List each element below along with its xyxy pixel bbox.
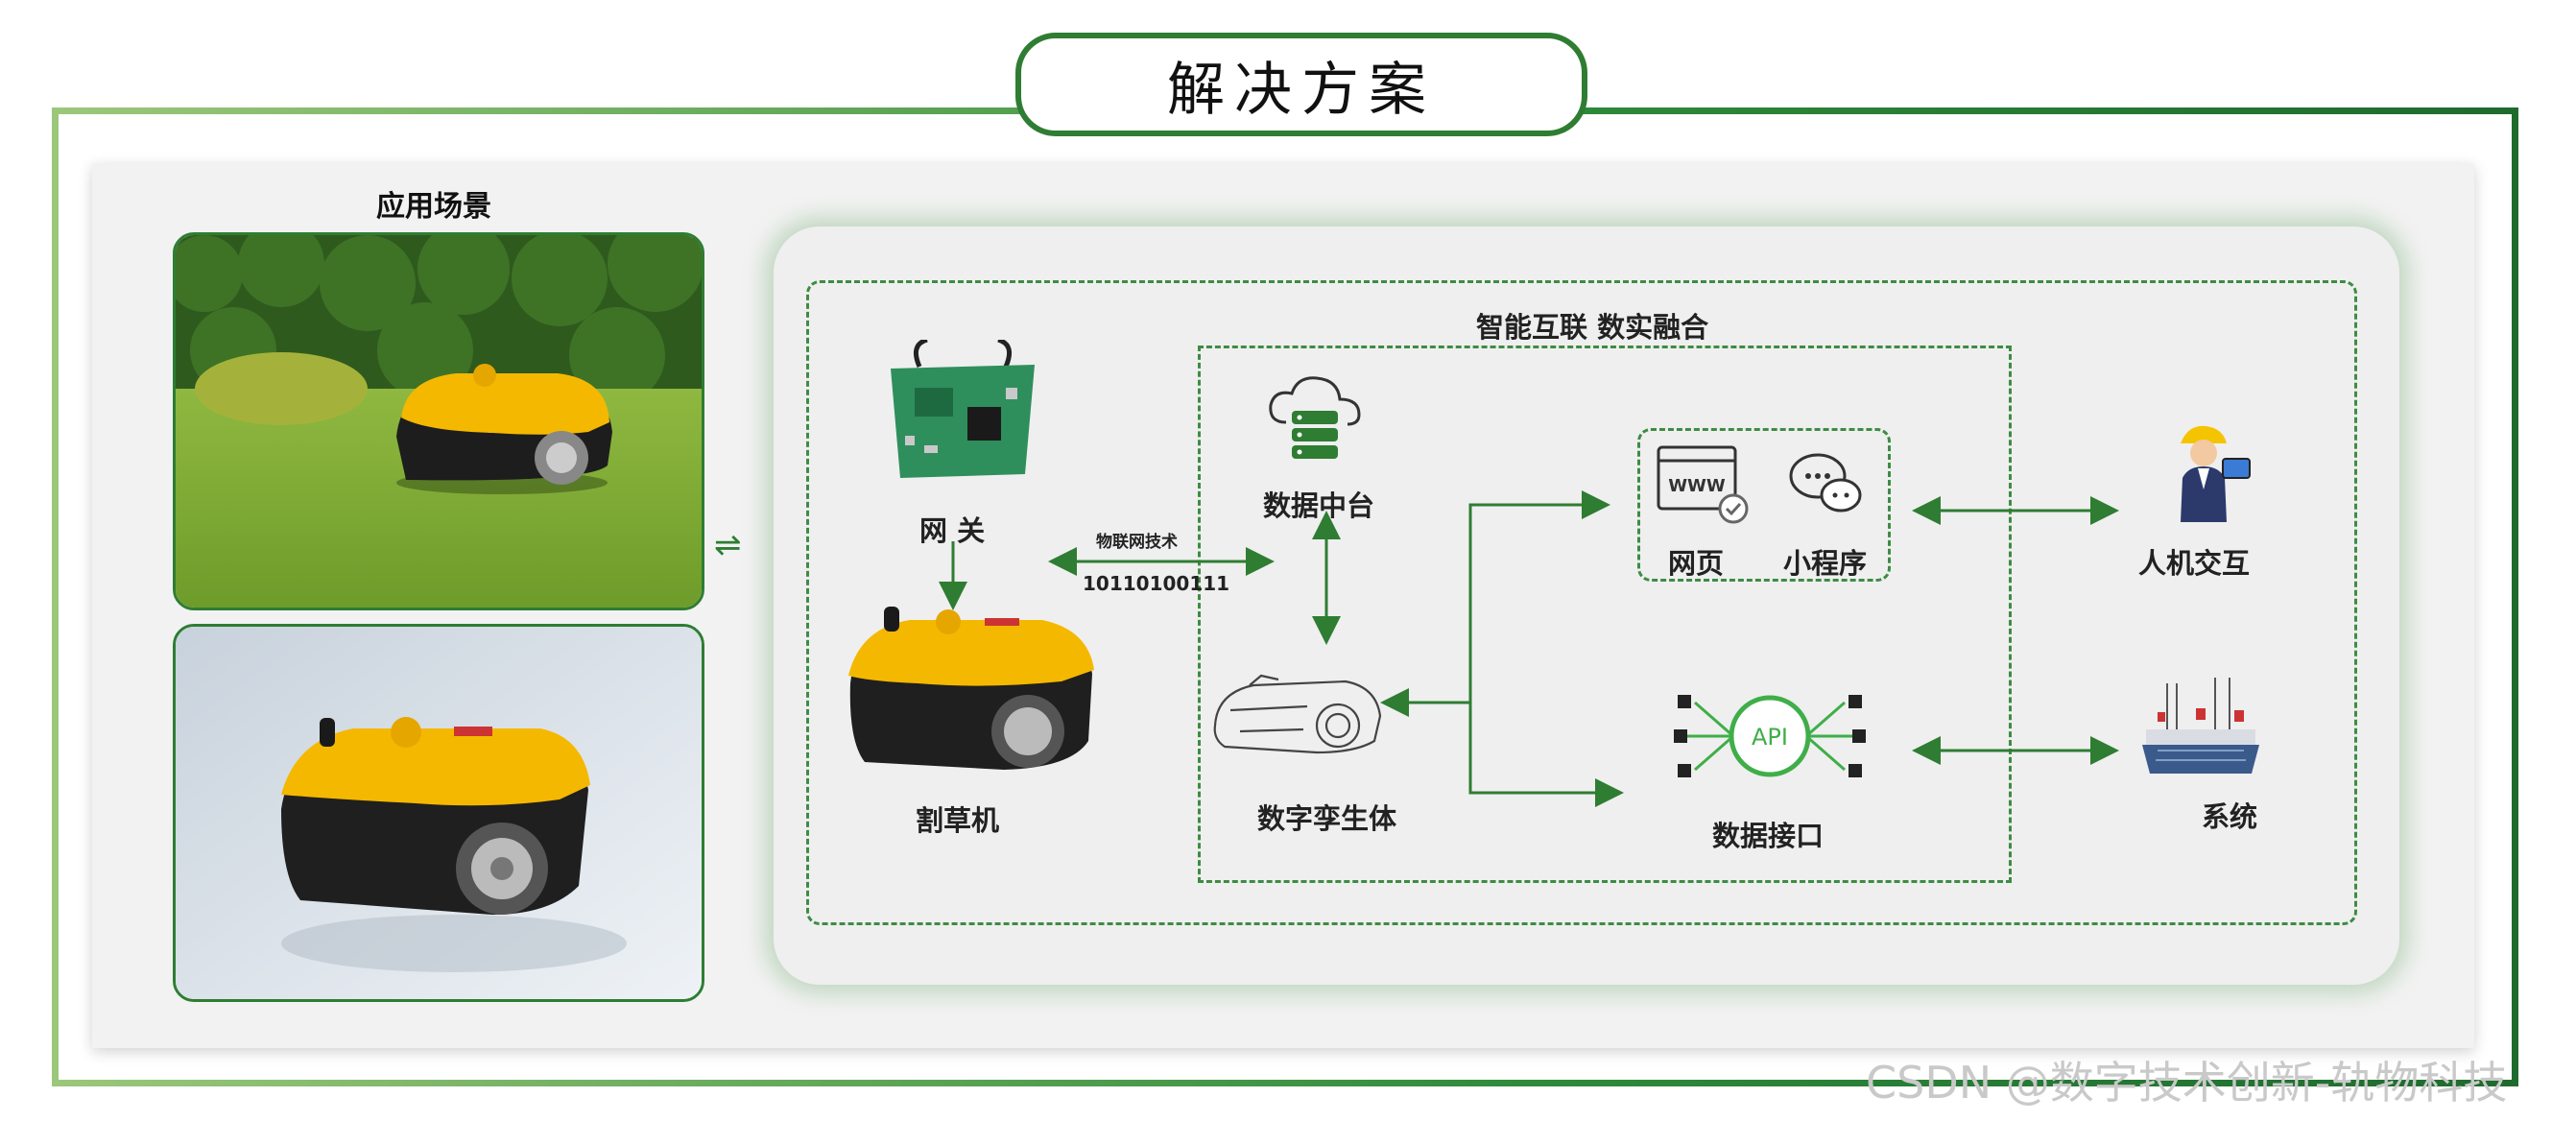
data-platform-label: 数据中台 (1263, 484, 1374, 524)
webpage-label: 网页 (1668, 541, 1724, 582)
mower-label: 割草机 (916, 799, 999, 839)
webpage-icon: WWW (1655, 443, 1751, 524)
api-text: API (1752, 724, 1788, 751)
binary-label: 10110100111 (1083, 572, 1229, 595)
mower-icon (841, 607, 1102, 775)
gateway-board-icon (881, 340, 1044, 482)
chat-icon (1787, 449, 1864, 516)
system-plant-icon (2138, 674, 2263, 779)
watermark: CSDN @数字技术创新-轨物科技 (1866, 1048, 2507, 1111)
digital-twin-icon (1211, 672, 1388, 758)
arrow-branch-web (1386, 505, 1605, 703)
cloud-server-icon (1265, 374, 1365, 466)
arrow-branch-api (1470, 703, 1618, 793)
system-label: 系统 (2202, 795, 2257, 835)
hmi-label: 人机交互 (2138, 541, 2250, 582)
engineer-icon (2159, 422, 2255, 528)
gateway-label: 网 关 (919, 509, 985, 549)
data-interface-label: 数据接口 (1712, 814, 1824, 854)
iot-label: 物联网技术 (1096, 528, 1178, 552)
www-text: WWW (1668, 476, 1726, 496)
digital-twin-label: 数字孪生体 (1257, 797, 1396, 837)
api-icon: API (1674, 683, 1866, 789)
miniprogram-label: 小程序 (1783, 541, 1867, 582)
